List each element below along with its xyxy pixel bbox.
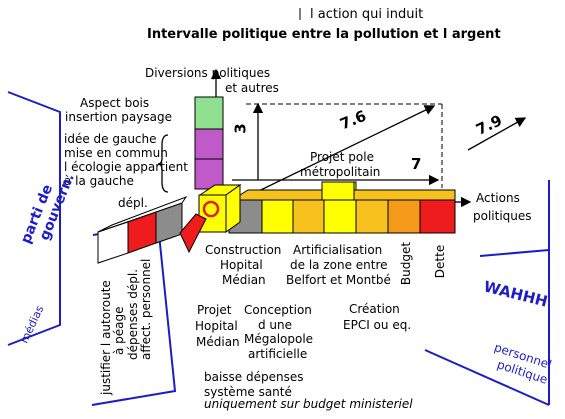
conception-label-1: Conception [244, 303, 312, 317]
gauche-label-3: l écologie appartient [64, 160, 188, 174]
right-arrow-7-9 [467, 117, 527, 151]
focus-circle [202, 200, 220, 218]
block-magenta-1 [194, 128, 224, 160]
projet-pole-label-2: métropolitain [300, 165, 381, 179]
projet-hopital-label-1: Projet [197, 303, 232, 317]
gauche-label-4: à la gauche [64, 174, 134, 188]
conception-label-2: d une [258, 318, 293, 332]
block-light-orange-2 [355, 199, 389, 234]
baisse-label-3: uniquement sur budget ministeriel [204, 397, 413, 411]
artificialisation-label-1: Artificialisation [293, 243, 383, 257]
block-red-right [419, 199, 456, 234]
conception-label-4: artificielle [248, 347, 308, 361]
vertical-axis-label-2: et autres [225, 81, 279, 95]
creation-label-1: Création [349, 302, 400, 316]
corner-cube-front [198, 194, 227, 233]
height-dimension-value: 3 [231, 123, 250, 134]
horizontal-axis-label-1: Actions [476, 191, 520, 205]
vertical-axis-label-1: Diversions politiques [145, 66, 271, 80]
construction-label-2: Hopital [220, 258, 263, 272]
gauche-label-1: idée de gauche [64, 132, 157, 146]
creation-label-2: EPCI ou eq. [343, 318, 412, 332]
baisse-label-1: baisse dépenses [204, 370, 304, 384]
justifier-label-2: à péage [112, 306, 126, 355]
blue-plane-right [424, 180, 550, 406]
block-light-orange-1 [292, 199, 325, 234]
justifier-rotated: justifier l autoroute à péage [99, 280, 126, 395]
block-yellow-1 [261, 199, 294, 234]
artificialisation-label-2: de la zone entre [290, 258, 388, 272]
depenses-label-2: affect. personnel [139, 258, 153, 360]
blue-plane-left [7, 91, 61, 346]
gauche-label-2: mise en commun [64, 146, 168, 160]
depenses-rotated: dépenses dépl. affect. personnel [126, 258, 153, 360]
construction-label-3: Médian [222, 273, 266, 287]
header-line2: Intervalle politique entre la pollution … [147, 27, 501, 42]
artificialisation-label-3: Belfort et Montbé [286, 273, 391, 287]
block-red-angled [179, 213, 207, 254]
dette-label: Dette [433, 244, 448, 279]
horizontal-axis-label-2: politiques [473, 209, 532, 223]
block-orange [387, 199, 421, 234]
depl-label: dépl. [118, 196, 148, 210]
projet-hopital-label-2: Hopital [195, 319, 238, 333]
projet-pole-label-1: Projet pole [310, 150, 374, 164]
left-row-top [97, 195, 188, 233]
block-green [194, 96, 224, 130]
block-yellow-2 [323, 199, 357, 234]
left-brace [157, 134, 169, 193]
projet-hopital-label-3: Médian [196, 335, 240, 349]
conception-label-3: Mégalopole [244, 332, 314, 346]
budget-label: Budget [399, 241, 414, 286]
horiz-dimension-value: 7 [411, 155, 422, 173]
header-line1: l action qui induit [310, 7, 424, 22]
diag-dimension-arrow [239, 105, 436, 201]
construction-label-1: Construction [205, 243, 282, 257]
aspect-label-2: insertion paysage [65, 110, 172, 124]
baisse-label-2: système santé [204, 385, 292, 399]
aspect-label-1: Aspect bois [80, 96, 150, 110]
